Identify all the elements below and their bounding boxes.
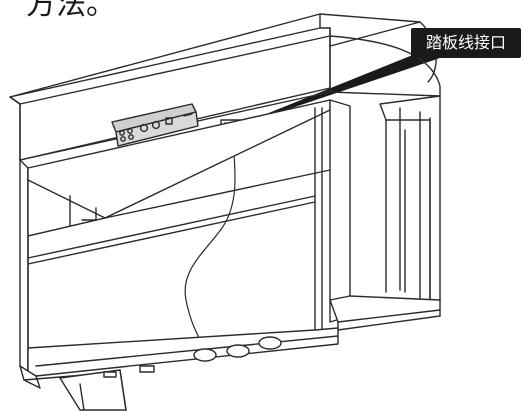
right-side-panel [329, 95, 441, 323]
pedal-left [193, 348, 217, 362]
cabinet-cross-beam [27, 99, 331, 237]
pedals [193, 336, 282, 362]
heading-text-fragment: 方法。 [26, 0, 116, 22]
pedal-right [258, 336, 282, 350]
foot-blocks [103, 365, 155, 378]
control-panel [111, 103, 199, 147]
callout-label-pedal-cable-port: 踏板线接口 [411, 28, 521, 58]
pedal-middle [226, 344, 250, 358]
base-rail [329, 295, 441, 331]
lower-back-panel [27, 107, 323, 341]
left-side-panel [19, 159, 29, 373]
pedal-rail [19, 327, 339, 411]
pedal-cable [184, 141, 236, 351]
